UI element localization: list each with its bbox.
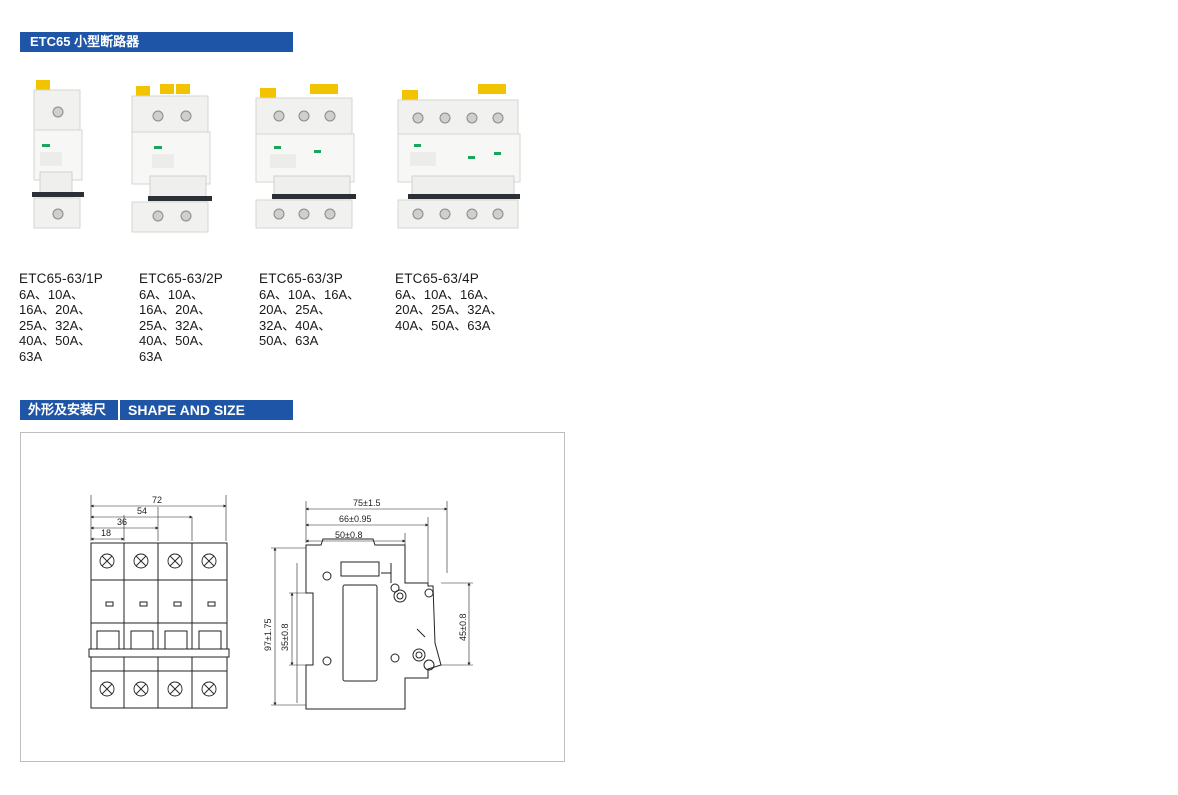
breaker-2p-image xyxy=(128,84,216,234)
dim-50: 50±0.8 xyxy=(335,530,362,540)
dim-54: 54 xyxy=(137,506,147,516)
rating-line: 20A、25A、32A、 xyxy=(395,302,504,317)
rating-line: 6A、10A、16A、 xyxy=(259,286,361,302)
rating-line: 16A、20A、 xyxy=(139,302,212,317)
rating-line: 20A、25A、 xyxy=(259,302,332,317)
rating-line: 63A xyxy=(139,348,163,364)
rating-line: 32A、40A、 xyxy=(259,317,332,333)
dim-18: 18 xyxy=(101,528,111,538)
breaker-1p-image xyxy=(30,80,85,230)
front-view xyxy=(88,495,230,709)
dim-97: 97±1.75 xyxy=(263,619,273,651)
rating-line: 16A、20A、 xyxy=(19,302,92,317)
model-block-3p: ETC65-63/3P 6A、10A、16A、 20A、25A、 32A、40A… xyxy=(259,271,360,349)
breaker-4p-image xyxy=(394,84,524,229)
dimension-drawing-svg: 72 54 36 18 xyxy=(88,495,473,710)
rating-line: 40A、50A、 xyxy=(139,333,212,348)
rating-line: 63A xyxy=(19,348,43,364)
dim-35: 35±0.8 xyxy=(280,624,290,651)
dim-45: 45±0.8 xyxy=(458,614,468,641)
dimension-drawing: 72 54 36 18 xyxy=(20,432,565,762)
rating-line: 40A、50A、 xyxy=(19,333,92,348)
breaker-3p-image xyxy=(252,84,362,229)
section-title-cn: 外形及安装尺寸 xyxy=(20,400,120,437)
rating-line: 25A、32A、 xyxy=(139,317,212,333)
rating-line: 25A、32A、 xyxy=(19,317,92,333)
rating-line: 6A、10A、 xyxy=(19,286,85,302)
section-title-en: SHAPE AND SIZE xyxy=(128,402,245,418)
dim-36: 36 xyxy=(117,517,127,527)
rating-line: 50A、63A xyxy=(259,333,319,348)
rating-line: 6A、10A、 xyxy=(139,286,205,302)
model-name: ETC65-63/4P xyxy=(395,271,479,286)
dim-75: 75±1.5 xyxy=(353,498,380,508)
product-banner: ETC65 小型断路器 xyxy=(20,32,293,52)
model-block-1p: ETC65-63/1P 6A、10A、 16A、20A、 25A、32A、 40… xyxy=(19,271,103,364)
dim-72: 72 xyxy=(152,495,162,505)
model-block-2p: ETC65-63/2P 6A、10A、 16A、20A、 25A、32A、 40… xyxy=(139,271,223,364)
rating-line: 40A、50A、63A xyxy=(395,317,491,333)
model-block-4p: ETC65-63/4P 6A、10A、16A、 20A、25A、32A、 40A… xyxy=(395,271,503,333)
model-name: ETC65-63/2P xyxy=(139,271,223,286)
section-banner: 外形及安装尺寸 SHAPE AND SIZE xyxy=(20,400,293,437)
model-name: ETC65-63/3P xyxy=(259,271,343,286)
side-view xyxy=(271,501,473,710)
rating-line: 6A、10A、16A、 xyxy=(395,286,497,302)
dim-66: 66±0.95 xyxy=(339,514,371,524)
model-name: ETC65-63/1P xyxy=(19,271,103,286)
